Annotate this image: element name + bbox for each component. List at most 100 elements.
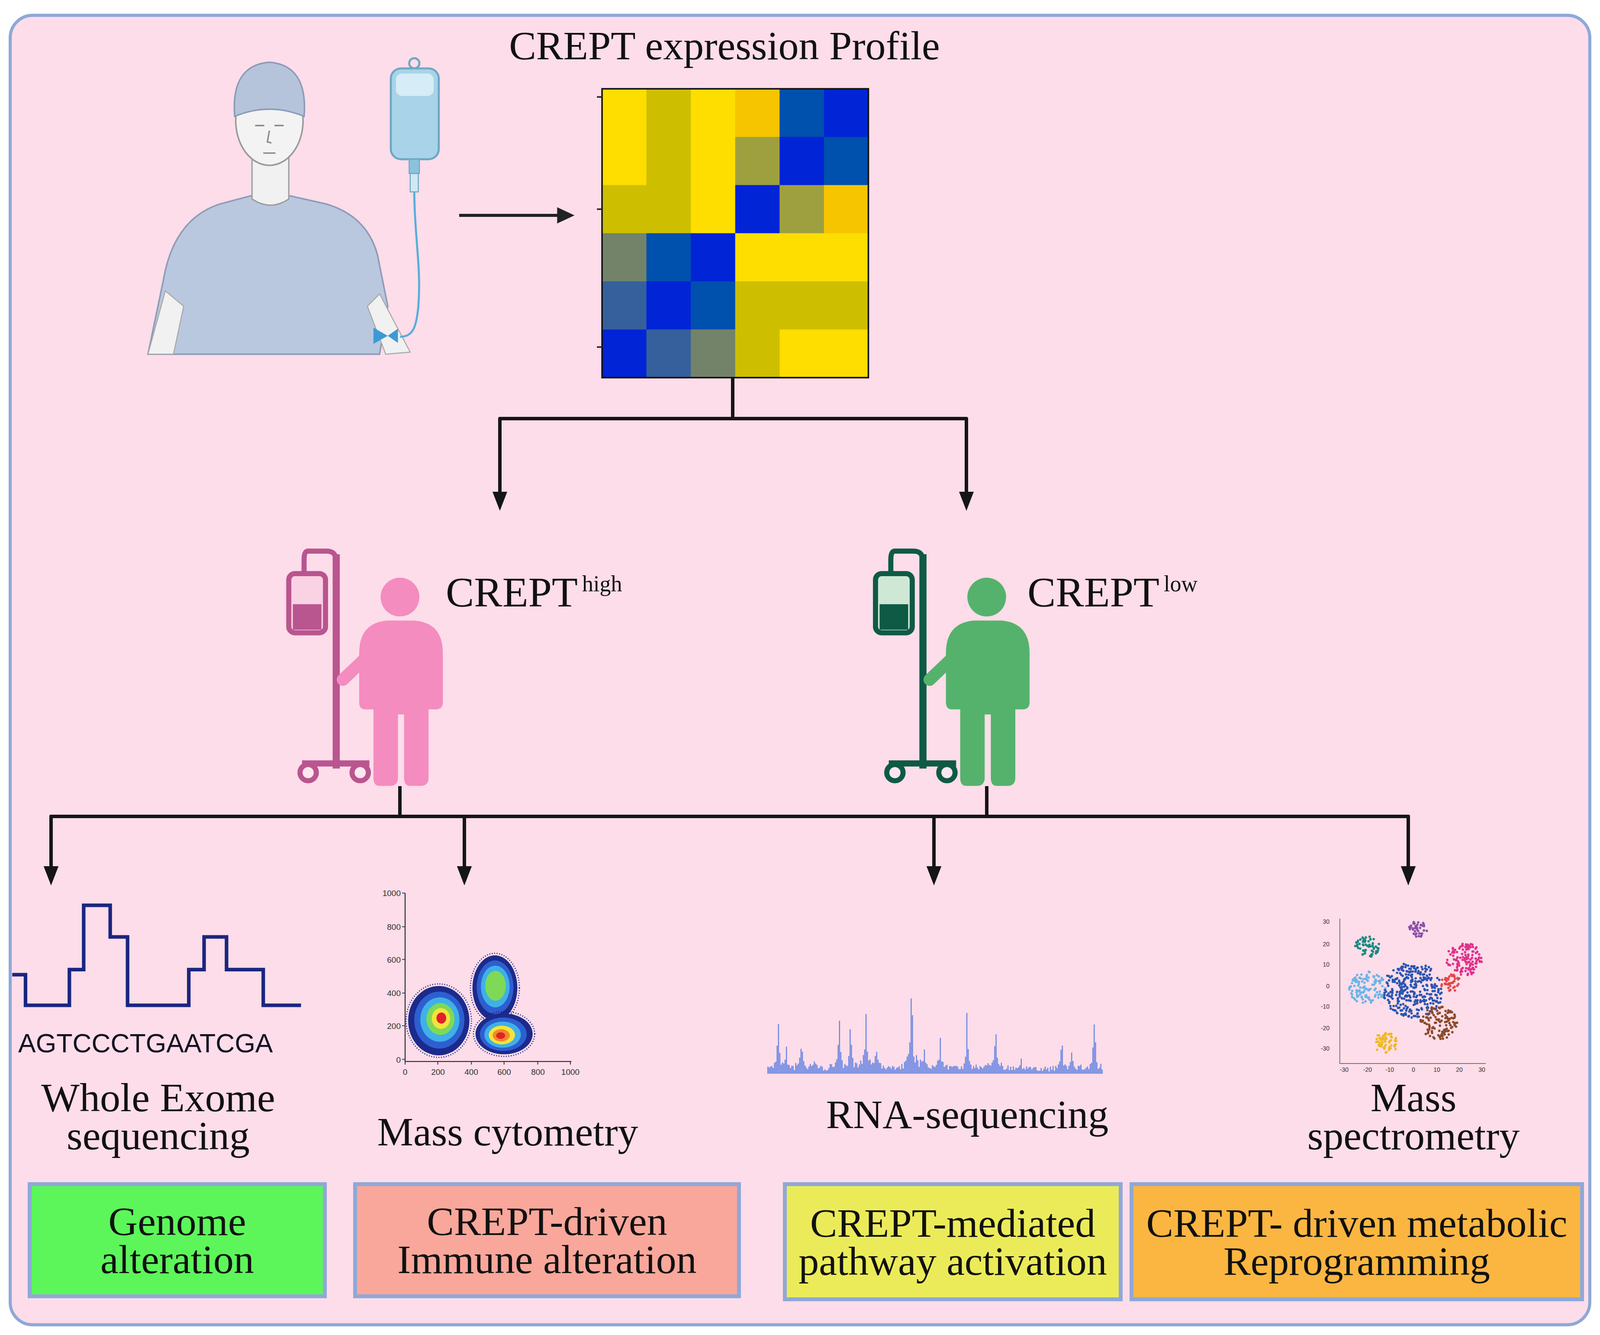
iv-hanger [304,550,336,574]
density-level [495,1032,506,1039]
density-level [488,1025,516,1044]
heatmap-cell [646,281,692,330]
axis-tick-label: -30 [1339,1066,1349,1073]
connector-line [51,785,987,867]
axis-label-holder: 200 [431,1067,445,1076]
person-body [359,620,443,786]
density-level [436,1012,447,1024]
axis-label-holder: 0 [395,1055,401,1064]
axis-tick-label: 800 [531,1067,545,1076]
person-head [967,577,1007,617]
outcome-box: CREPT- driven metabolic Reprogramming [1129,1181,1584,1301]
axis-tick-label: -10 [1385,1066,1394,1073]
connector-line [51,785,400,867]
iv-bag [390,68,439,160]
patient-group: CREPThigh [285,510,633,786]
outcome-text: Genome alteration [35,1201,319,1279]
group-superscript: high [582,570,622,597]
patient-arm [148,290,184,355]
heatmap-cell [735,233,780,282]
iv-tube [399,191,419,337]
heatmap-cell [735,281,780,330]
connector-line [499,377,733,493]
group-superscript: low [1163,570,1198,597]
axis-label-holder: -20 [1320,1024,1330,1031]
heatmap-cell [735,185,780,234]
axis-label-holder: 800 [386,922,401,931]
heatmap [602,88,869,378]
density-outline [473,1011,535,1057]
flow-connector [926,785,987,886]
axis-tick-label: 0 [402,1067,408,1076]
flow-connector [732,377,974,511]
heatmap-cell [824,185,869,234]
axis-tick-label: 200 [386,1021,401,1031]
cluster-points [1408,920,1429,938]
axis-label-holder: 600 [497,1067,512,1076]
density-level [475,1013,533,1054]
axis-tick-label: 1000 [561,1067,580,1076]
iv-wheel [938,764,956,781]
axis-label-holder: 1000 [561,1067,580,1076]
arrow-head [457,865,472,886]
axis-label-holder: -30 [1339,1066,1349,1073]
connector-line [464,785,987,867]
density-outline [470,952,520,1023]
heatmap-cell [824,233,869,282]
heatmap-panel: CREPT expression Profile [493,23,978,378]
axis-label-holder: 400 [464,1067,479,1076]
arrow-head [556,207,575,224]
heatmap-cell [646,233,692,282]
arrow-head [1400,865,1416,886]
density-level [408,985,470,1056]
axis-tick-label: 600 [386,955,401,964]
arrow-head [43,865,59,886]
iv-pole [919,553,927,769]
flow-connector [399,785,942,886]
cluster-points [1374,1031,1398,1054]
heatmap-cell [646,136,692,186]
connector-line [399,785,1409,867]
panel-heading: CREPT expression Profile [493,23,978,68]
iv-bag-fill [292,604,322,630]
sequence-label: AGTCCCTGAATCGA [18,1030,274,1057]
density-level [484,1021,522,1048]
person-head [380,577,420,617]
axis-label-holder: -20 [1363,1066,1372,1073]
axis-label-holder: 0 [1411,1066,1416,1073]
patient-cap [234,62,305,117]
arrow-line [459,213,560,217]
heatmap-cell [690,185,736,234]
cluster-dots [1348,920,1484,1054]
axis-tick-label: -30 [1320,1045,1330,1052]
density-level [480,965,510,1008]
axis-tick-label: 20 [1455,1066,1463,1073]
arrow-head [926,865,942,886]
heatmap-cell [602,88,647,138]
axis-label-holder: 10 [1433,1066,1441,1073]
connector-line [732,377,967,493]
iv-bag [875,573,913,633]
arrow-head [926,865,942,886]
axis-label-holder: 0 [402,1067,408,1076]
heatmap-cell [690,329,736,378]
patient-shirt [148,196,388,355]
cluster-points [1419,1005,1459,1040]
patient-arm [367,293,411,355]
read-coverage-bars [767,998,1103,1074]
axis-tick-label: -10 [1320,1003,1330,1010]
axis-tick-label: 30 [1322,918,1330,925]
axis-tick-label: 400 [464,1067,479,1076]
flow-connector [43,785,987,886]
axis-label-holder: 600 [386,955,401,964]
axis-tick-label: 200 [431,1067,445,1076]
method-label: Mass cytometry [367,1112,648,1151]
axis-label-holder: -10 [1385,1066,1394,1073]
group-name: CREPT [1027,568,1160,616]
iv-wheel [351,764,369,781]
iv-wheel [886,764,904,781]
plot-ticks [402,892,571,1065]
method-label: RNA-sequencing [774,1094,1160,1134]
heatmap-cell [646,185,692,234]
patient-group: CREPTlow [867,510,1215,786]
